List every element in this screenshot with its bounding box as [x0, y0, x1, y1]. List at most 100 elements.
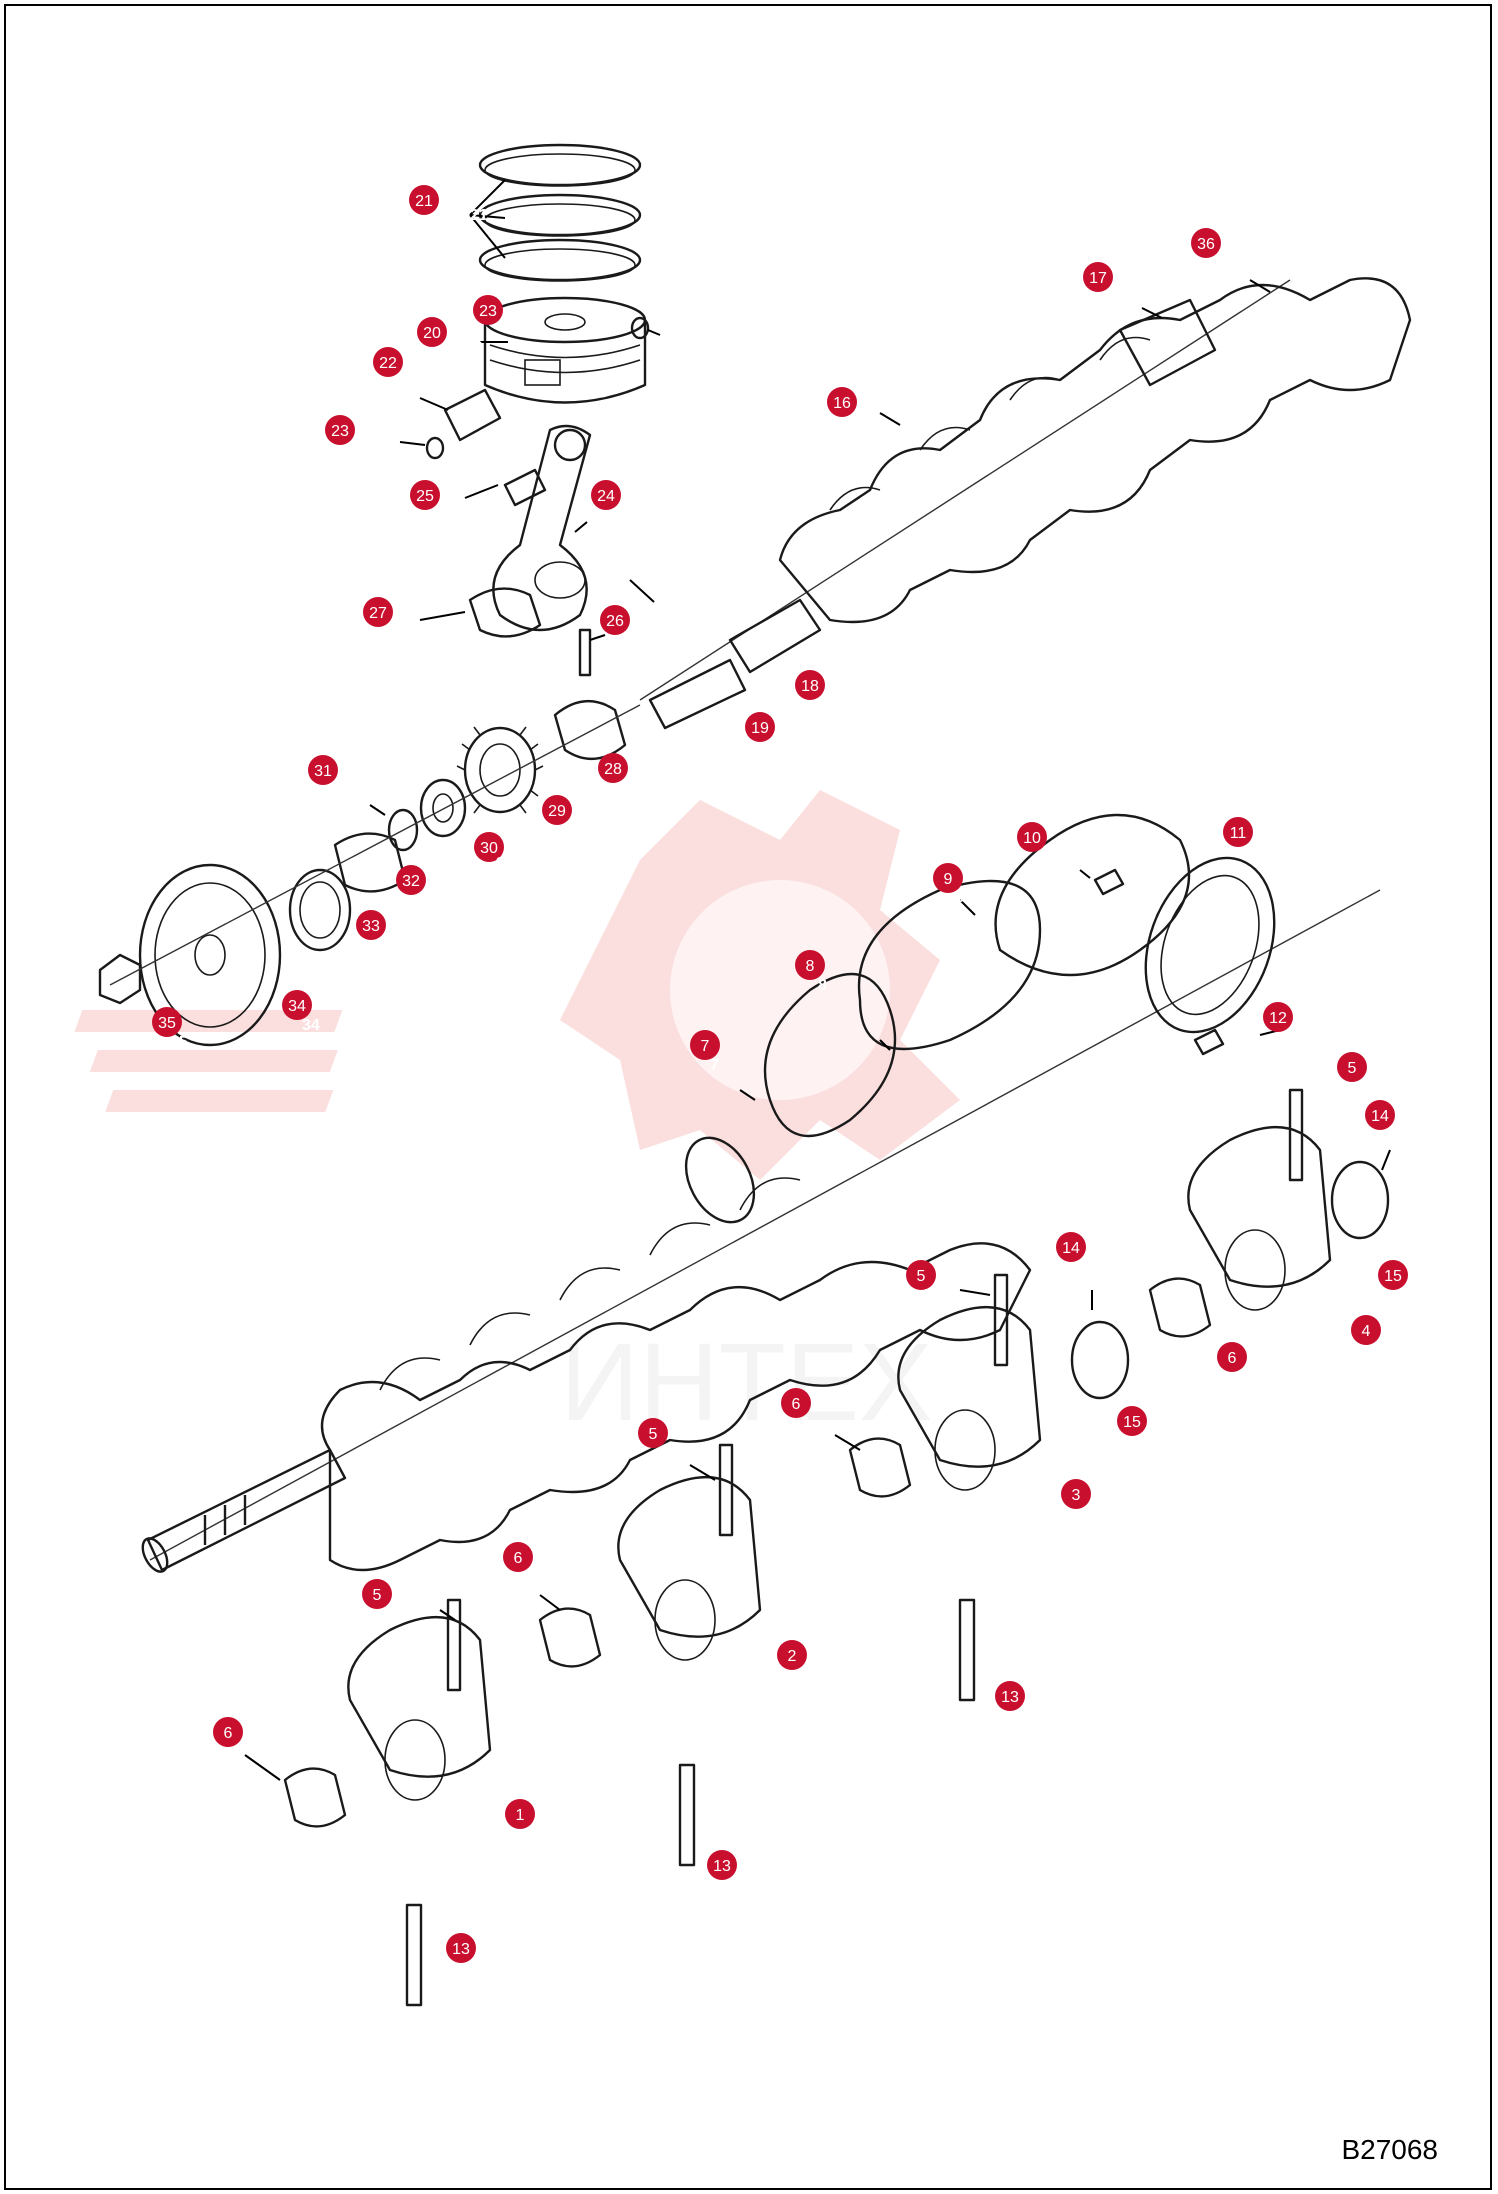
figure-id: B27068	[1341, 2134, 1438, 2165]
callout-badge-number: 17	[1089, 270, 1107, 287]
callout-part-22: 22 22	[373, 347, 428, 389]
callout-badge-number: 6	[792, 1396, 801, 1413]
callout-label: 20	[465, 339, 483, 356]
callout-badge	[827, 387, 857, 417]
callout-badge-number: 7	[701, 1038, 710, 1055]
callout-badge-number: 4	[1362, 1323, 1371, 1340]
callout-part-5: 55	[638, 1418, 668, 1462]
callout-part-6: 66	[503, 1542, 533, 1586]
callout-label: 10	[1050, 849, 1068, 866]
callout-label: 6	[230, 1744, 239, 1761]
callout-badge-number: 15	[1123, 1414, 1141, 1431]
callout-badge-number: 14	[1371, 1108, 1389, 1125]
callout-label: 21	[470, 207, 488, 224]
callout-badge	[1217, 1342, 1247, 1372]
callout-badge	[795, 950, 825, 980]
diagram-frame	[4, 4, 1492, 2190]
callout-badge-number: 28	[604, 761, 622, 778]
callout-badge-number: 30	[480, 840, 498, 857]
callout-badge	[781, 1388, 811, 1418]
callout-badge	[473, 295, 503, 325]
callout-badge	[600, 605, 630, 635]
callout-badge-number: 3	[1072, 1487, 1081, 1504]
crankshaft-main	[141, 889, 1381, 1573]
callout-label: 18	[820, 697, 838, 714]
callout-badge	[1223, 817, 1253, 847]
callout-label: 22	[410, 372, 428, 389]
callout-label: 6	[522, 1569, 531, 1586]
callout-badge-number: 6	[224, 1725, 233, 1742]
callout-badge-number: 5	[1348, 1060, 1357, 1077]
callout-badge	[356, 910, 386, 940]
callout-badge-number: 2	[788, 1648, 797, 1665]
callout-badge-number: 21	[415, 193, 433, 210]
callout-badge	[363, 597, 393, 627]
callout-badge-number: 22	[379, 355, 397, 372]
callout-badge-number: 26	[606, 613, 624, 630]
callout-label: 12	[1290, 1027, 1308, 1044]
callout-label: 30	[496, 855, 514, 872]
front-parts	[98, 699, 641, 1047]
callout-badge	[308, 755, 338, 785]
callout-badge-number: 19	[751, 720, 769, 737]
piston-rings	[469, 143, 642, 282]
callout-badge	[1117, 1406, 1147, 1436]
callout-badge	[1061, 1479, 1091, 1509]
callout-label: 5	[1360, 1077, 1369, 1094]
callout-badge	[213, 1717, 243, 1747]
bolts	[405, 1088, 1304, 2007]
callout-badge	[1191, 228, 1221, 258]
callout-badge	[1017, 822, 1047, 852]
callout-badge	[795, 670, 825, 700]
watermark-text: ИНТЕХ	[560, 1321, 932, 1444]
callout-label: 5	[924, 1287, 933, 1304]
callout-badge	[373, 347, 403, 377]
callout-badge	[1351, 1315, 1381, 1345]
callout-label: 23	[312, 437, 330, 454]
crankshaft-upper	[639, 277, 1412, 730]
callout-badge-number: 14	[1062, 1240, 1080, 1257]
callout-badge	[446, 1933, 476, 1963]
callout-label: 4	[1372, 1342, 1381, 1359]
callout-label: 8	[818, 977, 827, 994]
callout-badge-number: 8	[806, 958, 815, 975]
callout-badge	[417, 317, 447, 347]
callout-badge	[325, 415, 355, 445]
callout-badge-number: 29	[548, 803, 566, 820]
callout-part-1: 11	[505, 1799, 535, 1844]
callout-badge	[152, 1007, 182, 1037]
callout-badge	[933, 863, 963, 893]
callout-badge	[396, 865, 426, 895]
callout-label: 34	[302, 1017, 320, 1034]
callout-label: 5	[658, 1445, 667, 1462]
callout-label: 28	[642, 775, 660, 792]
callout-badge	[690, 1030, 720, 1060]
callout-badge	[542, 795, 572, 825]
callout-badge-number: 6	[514, 1550, 523, 1567]
callout-label: 7	[710, 1057, 719, 1074]
callout-badge-number: 36	[1197, 236, 1215, 253]
callout-part-8: 88	[795, 950, 827, 994]
callout-part-3: 33	[1061, 1479, 1091, 1522]
callout-badge-number: 15	[1384, 1268, 1402, 1285]
callout-label: 15	[1398, 1287, 1416, 1304]
callout-label: 13	[470, 1960, 488, 1977]
callout-badge	[906, 1260, 936, 1290]
callout-part-5: 55	[906, 1260, 936, 1304]
